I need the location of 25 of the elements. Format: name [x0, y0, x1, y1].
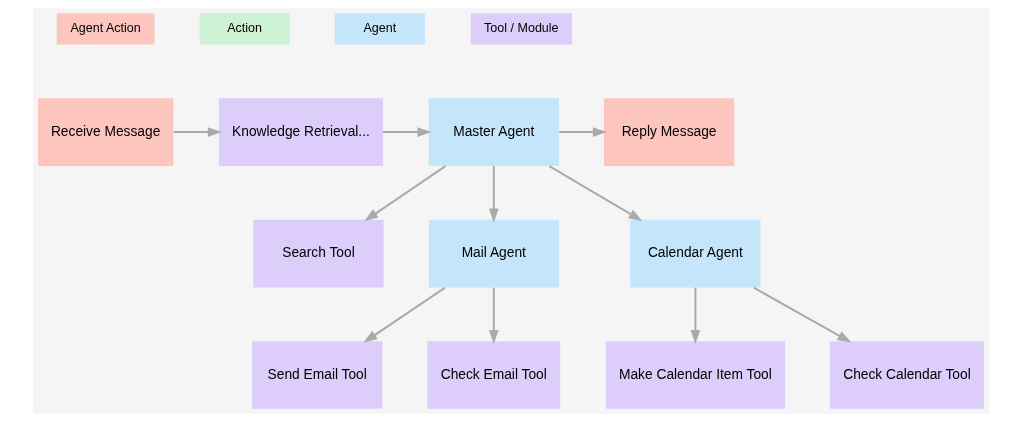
node-box: Knowledge Retrieval...: [218, 98, 383, 166]
arrow: [382, 127, 432, 138]
arrow: [690, 286, 701, 345]
node-box: Check Calendar Tool: [830, 341, 984, 409]
node-box: Send Email Tool: [252, 341, 383, 409]
node-box: Receive Message: [38, 98, 174, 166]
node-box: Search Tool: [253, 219, 384, 288]
node-box: Make Calendar Item Tool: [605, 341, 785, 409]
node-box: Check Email Tool: [427, 341, 561, 409]
node-box: Calendar Agent: [630, 219, 761, 288]
arrow: [363, 286, 447, 343]
legend-label: Tool / Module: [484, 20, 559, 35]
arrow: [488, 165, 499, 223]
legend-label: Agent Action: [70, 20, 141, 35]
node-box: Mail Agent: [428, 219, 559, 288]
arrow: [364, 165, 447, 222]
arrow: [752, 286, 852, 343]
node-box: Master Agent: [428, 98, 559, 166]
legend-label: Action: [227, 20, 263, 35]
legend-label: Agent: [363, 20, 397, 35]
arrow: [488, 286, 499, 345]
arrow: [558, 127, 607, 138]
arrow: [172, 127, 222, 138]
node-box: Reply Message: [603, 98, 735, 166]
arrow: [548, 165, 643, 222]
